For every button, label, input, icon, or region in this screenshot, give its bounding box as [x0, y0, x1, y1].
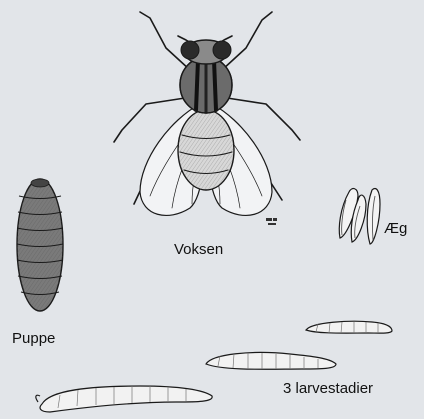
- egg-label: Æg: [384, 221, 407, 236]
- eggs-drawing: [339, 189, 380, 244]
- adult-label: Voksen: [174, 242, 223, 257]
- pupa-drawing: [17, 179, 63, 311]
- larvae-drawing: [36, 321, 392, 412]
- artist-signature: [266, 218, 277, 225]
- pupa-label: Puppe: [12, 331, 55, 346]
- larva-stages-label: 3 larvestadier: [283, 381, 373, 396]
- adult-fly-drawing: [114, 12, 300, 215]
